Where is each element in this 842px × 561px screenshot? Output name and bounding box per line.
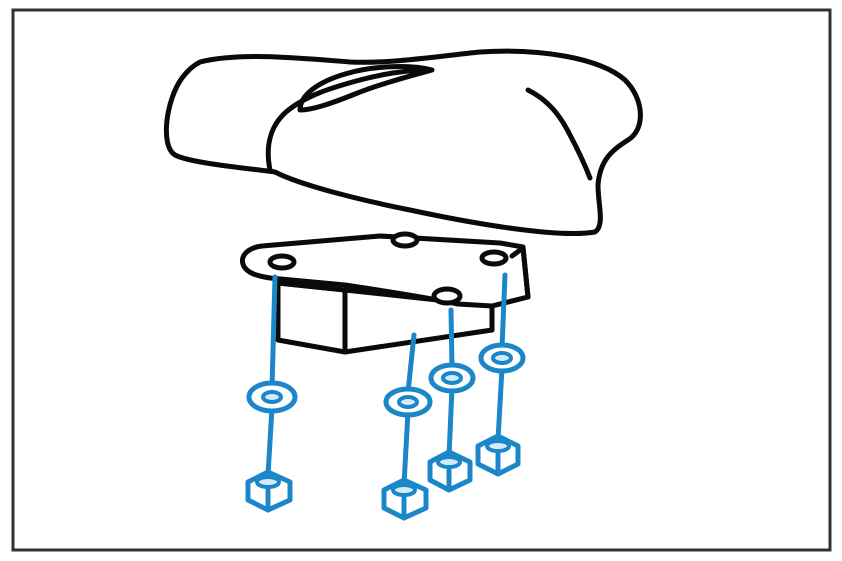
plate-hole [390,231,420,249]
plate-hole [431,286,463,306]
nuts [245,433,521,521]
washer-2 [383,386,433,418]
mounting-plate [239,231,531,309]
plate-hole [267,253,297,271]
saddle-cushion [163,48,643,236]
nut-1 [245,469,293,513]
nut-3 [427,449,473,493]
fastener-rods [265,272,508,487]
washer-1 [246,380,298,414]
nut-2 [381,477,429,521]
washers [246,342,526,418]
washer-4 [478,342,526,374]
washer-3 [428,362,476,394]
nut-4 [475,433,521,477]
plate-hole [479,249,509,267]
